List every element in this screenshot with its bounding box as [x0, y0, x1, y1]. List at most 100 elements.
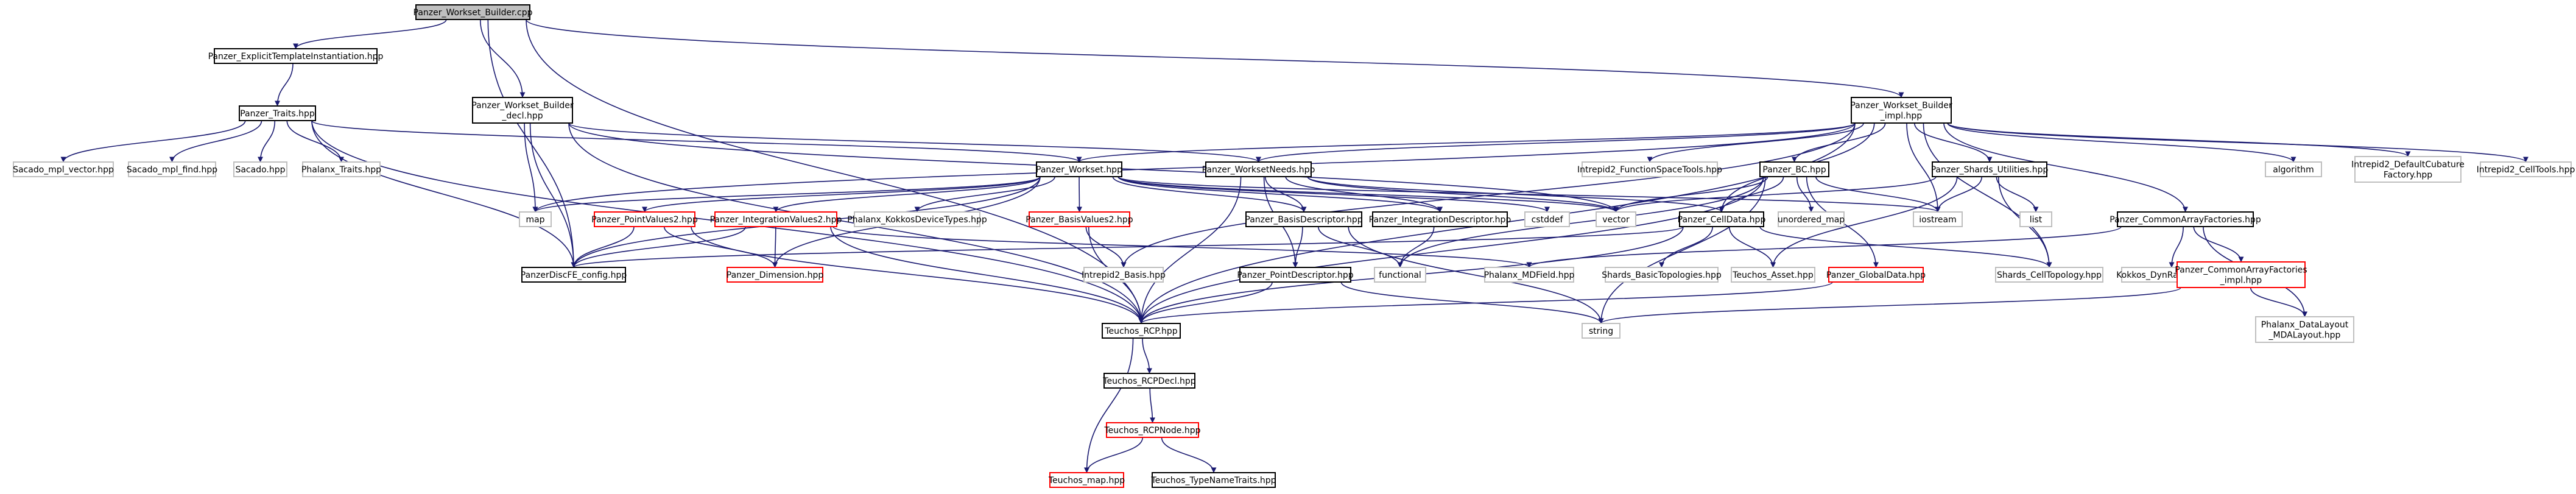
file-node-label: Panzer_CommonArrayFactories	[2175, 266, 2307, 275]
file-node-label: Intrepid2_DefaultCubature	[2351, 160, 2465, 170]
file-node-box	[2117, 211, 2254, 227]
file-node[interactable]: Panzer_ExplicitTemplateInstantiation.hpp	[208, 48, 384, 64]
dependency-edge	[1796, 176, 1814, 213]
file-node-label: Panzer_Traits.hpp	[240, 109, 315, 119]
file-node-label: _impl.hpp	[1880, 111, 1923, 121]
file-node[interactable]: Panzer_PointValues2.hpp	[591, 211, 698, 227]
file-node[interactable]: Panzer_IntegrationDescriptor.hpp	[1369, 211, 1511, 227]
file-node: algorithm	[2265, 161, 2322, 177]
file-node[interactable]: Panzer_Workset_Builder_decl.hpp	[471, 97, 574, 124]
file-node-box	[1582, 161, 1718, 177]
file-node-box	[1851, 97, 1952, 124]
file-node-box	[1932, 161, 2047, 177]
dependency-edge	[258, 120, 276, 163]
file-node[interactable]: Teuchos_map.hpp	[1048, 472, 1125, 488]
file-node-box	[233, 161, 287, 177]
file-node[interactable]: Teuchos_TypeNameTraits.hpp	[1150, 472, 1276, 488]
file-node: Intrepid2_FunctionSpaceTools.hpp	[1577, 161, 1722, 177]
file-node[interactable]: Panzer_BC.hpp	[1759, 161, 1829, 177]
file-node[interactable]: PanzerDiscFE_config.hpp	[521, 267, 627, 283]
file-node-box	[2480, 161, 2572, 177]
file-node: vector	[1596, 211, 1636, 227]
file-node[interactable]: Panzer_PointDescriptor.hpp	[1237, 267, 1354, 283]
file-node[interactable]: Teuchos_RCPDecl.hpp	[1102, 373, 1196, 389]
dependency-edge	[1397, 226, 1435, 268]
file-node-box	[1152, 472, 1276, 488]
file-node-box	[1083, 267, 1164, 283]
file-node-box	[1582, 323, 1621, 339]
file-node-box	[1102, 323, 1181, 339]
file-node[interactable]: Panzer_BasisValues2.hpp	[1026, 211, 1133, 227]
file-node[interactable]: Panzer_Traits.hpp	[239, 105, 316, 121]
file-node-label: Factory.hpp	[2384, 171, 2432, 180]
file-node[interactable]: Panzer_Workset_Builder.cpp	[413, 4, 533, 20]
file-node[interactable]: Panzer_CommonArrayFactories_impl.hpp	[2175, 261, 2307, 288]
dependency-edge	[526, 19, 1904, 98]
dependency-edge	[2169, 226, 2184, 268]
file-node[interactable]: Panzer_CellData.hpp	[1678, 211, 1766, 227]
dependency-edge	[1770, 176, 1958, 268]
dependency-edge	[169, 120, 262, 163]
file-node: Intrepid2_CellTools.hpp	[2477, 161, 2575, 177]
file-node-label: Panzer_IntegrationDescriptor.hpp	[1369, 215, 1511, 225]
file-node[interactable]: Panzer_IntegrationValues2.hpp	[710, 211, 842, 227]
dependency-edge	[1906, 122, 1941, 213]
file-node-label: Panzer_Workset_Builder	[471, 101, 574, 111]
file-node[interactable]: Panzer_WorksetNeeds.hpp	[1202, 161, 1315, 177]
file-node-label: Panzer_WorksetNeeds.hpp	[1202, 165, 1315, 175]
dependency-edge	[1317, 226, 1403, 268]
dependency-edge	[1613, 176, 1768, 213]
file-node-label: Intrepid2_CellTools.hpp	[2477, 165, 2575, 175]
file-node[interactable]: Panzer_Workset.hpp	[1036, 161, 1122, 177]
dependency-edge	[773, 176, 1041, 213]
file-node-label: Panzer_Dimension.hpp	[727, 270, 824, 280]
file-node[interactable]: Panzer_Workset_Builder_impl.hpp	[1850, 97, 1952, 124]
dependency-edge	[1084, 437, 1144, 473]
file-node[interactable]: Panzer_Shards_Utilities.hpp	[1931, 161, 2049, 177]
dependency-edge	[1719, 176, 1784, 213]
file-node-label: Phalanx_KokkosDeviceTypes.hpp	[847, 215, 987, 225]
file-node-label: functional	[1379, 270, 1421, 280]
dependency-edge	[1659, 226, 1714, 268]
dependency-edge	[1117, 176, 1443, 213]
file-node-label: Shards_BasicTopologies.hpp	[1602, 270, 1722, 280]
file-node[interactable]: Panzer_CommonArrayFactories.hpp	[2110, 211, 2261, 227]
file-node: Shards_BasicTopologies.hpp	[1602, 267, 1722, 283]
file-node[interactable]: Panzer_Dimension.hpp	[727, 267, 824, 283]
file-node-box	[239, 105, 316, 121]
file-node[interactable]: Panzer_BasisDescriptor.hpp	[1245, 211, 1363, 227]
file-node-box	[1374, 267, 1426, 283]
dependency-edge	[311, 120, 1082, 163]
file-node-box	[714, 211, 837, 227]
file-node: Intrepid2_Basis.hpp	[1082, 267, 1166, 283]
file-node-label: Panzer_PointDescriptor.hpp	[1237, 270, 1353, 280]
file-node-box	[594, 211, 695, 227]
dependency-edge	[1996, 176, 2039, 213]
file-node[interactable]: Panzer_GlobalData.hpp	[1826, 267, 1926, 283]
dependency-edge	[571, 226, 635, 268]
file-node[interactable]: Teuchos_RCPNode.hpp	[1104, 422, 1201, 438]
dependency-edge	[1348, 226, 1604, 324]
dependency-edge	[1792, 122, 1886, 163]
file-node-label: PanzerDiscFE_config.hpp	[521, 270, 627, 280]
dependency-edge	[1285, 176, 1443, 213]
dependency-edge	[830, 226, 1144, 324]
file-node-box	[1605, 267, 1719, 283]
file-node-box	[1205, 161, 1312, 177]
file-node-box	[1372, 211, 1508, 227]
dependency-edge	[532, 176, 1041, 213]
file-node: unordered_map	[1778, 211, 1845, 227]
file-node[interactable]: Teuchos_RCP.hpp	[1102, 323, 1181, 339]
dependency-edge	[568, 122, 1261, 163]
file-node: Teuchos_Asset.hpp	[1731, 267, 1815, 283]
dependency-edge	[1815, 176, 1941, 213]
dependency-edge	[1307, 176, 1619, 213]
dependency-edge	[571, 226, 1684, 268]
file-node-label: Panzer_Workset_Builder	[1850, 101, 1952, 111]
dependency-edge	[286, 120, 344, 163]
file-node-box	[1778, 211, 1845, 227]
dependency-edge	[1526, 226, 2122, 268]
dependency-edge	[1947, 122, 2296, 163]
